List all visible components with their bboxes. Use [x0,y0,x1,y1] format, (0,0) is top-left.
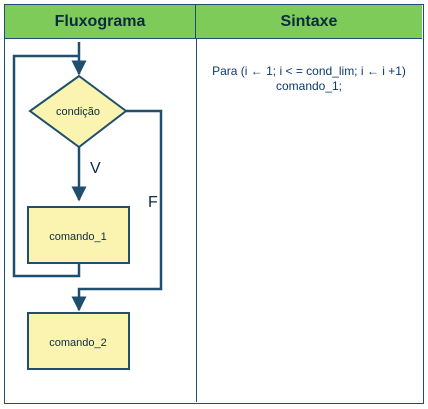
true-label: V [90,160,101,177]
false-label: F [148,194,158,211]
condition-label: condição [56,106,100,118]
table-frame: Fluxograma Sintaxe [4,4,424,404]
command2-box [27,312,130,370]
flowchart: condição V F comando_1 comando_2 [12,42,163,370]
header-sintaxe: Sintaxe [196,5,422,39]
false-branch-line [71,109,163,312]
column-divider [196,39,197,402]
command1-label: comando_1 [49,231,107,243]
loop-back-line [12,54,81,278]
syntax-line-1: Para (i ← 1; i < = cond_lim; i ← i +1) [212,64,406,78]
header-fluxograma: Fluxograma [5,5,196,39]
syntax-line-2: comando_1; [275,79,343,93]
command1-box [27,206,130,264]
command2-label: comando_2 [49,337,107,349]
syntax-block: Para (i ← 1; i < = cond_lim; i ← i +1) c… [196,64,422,94]
